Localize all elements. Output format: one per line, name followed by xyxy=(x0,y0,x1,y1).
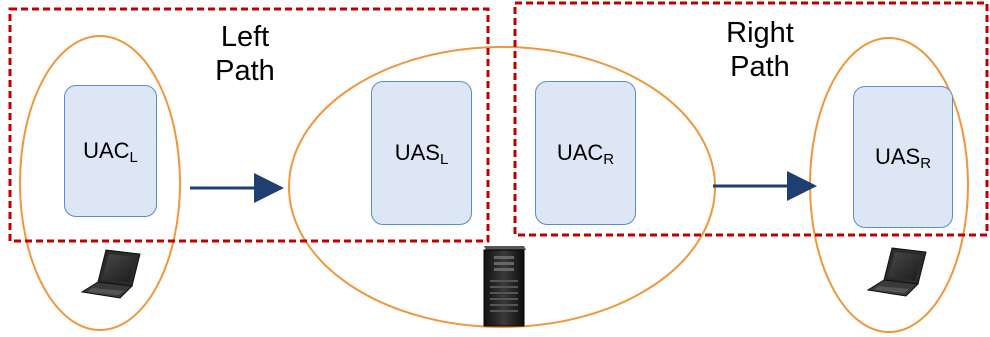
uac-right-subscript: R xyxy=(603,150,615,168)
right-path-label: Right Path xyxy=(715,16,805,84)
uac-left-label: UAC xyxy=(83,138,130,163)
right-path-label-line2: Path xyxy=(730,51,790,83)
uas-left-subscript: L xyxy=(439,150,449,168)
server-tower-icon xyxy=(483,246,526,327)
left-device-ellipse xyxy=(19,35,181,331)
uas-right-label: UAS xyxy=(874,144,921,169)
uas-right-subscript: R xyxy=(920,154,932,172)
laptop-icon xyxy=(866,247,927,297)
uac-left-subscript: L xyxy=(129,148,138,166)
right-path-label-line1: Right xyxy=(726,17,794,49)
left-path-label-line2: Path xyxy=(215,55,275,87)
uac-right-label: UAC xyxy=(556,140,604,165)
left-path-label-line1: Left xyxy=(220,21,270,53)
laptop-icon xyxy=(80,249,141,299)
left-path-box xyxy=(8,7,490,243)
right-path-box xyxy=(513,1,989,237)
uas-left-label: UAS xyxy=(394,140,440,165)
left-path-label: Left Path xyxy=(205,20,285,88)
